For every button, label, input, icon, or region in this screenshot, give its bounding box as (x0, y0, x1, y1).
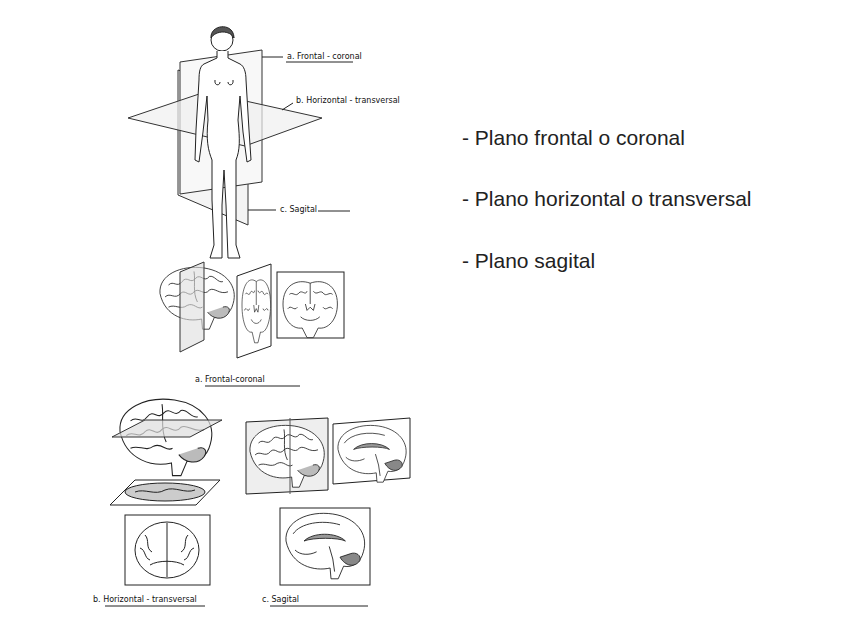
human-figure-planes (128, 27, 353, 258)
figure-label: b. Horizontal - transversal (93, 595, 197, 605)
figure-label: a. Frontal-coronal (195, 375, 265, 385)
sagittal-brain-series (246, 418, 410, 606)
list-item: - Plano frontal o coronal (462, 125, 685, 151)
plane-label: a. Frontal - coronal (287, 52, 362, 62)
list-item: - Plano horizontal o transversal (462, 186, 751, 212)
list-item: - Plano sagital (462, 248, 595, 274)
coronal-brain-series (160, 262, 344, 386)
figure-label: c. Sagital (262, 595, 299, 605)
plane-label: c. Sagital (280, 205, 317, 215)
plane-label: b. Horizontal - transversal (296, 96, 400, 106)
horizontal-brain-series (105, 399, 222, 606)
